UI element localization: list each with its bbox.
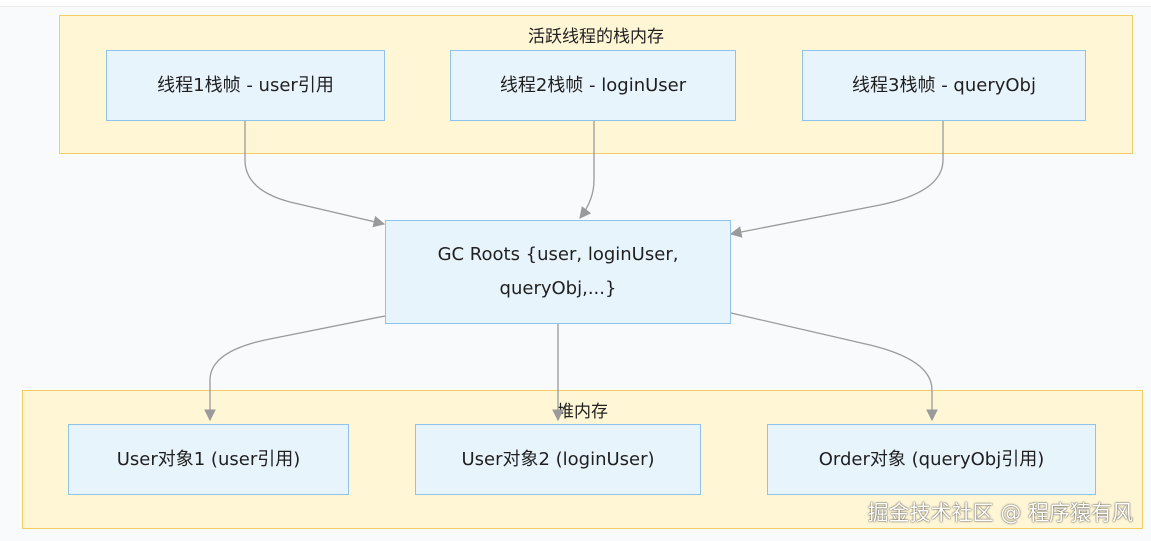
user-object2-node: User对象2 (loginUser): [415, 424, 701, 495]
edge-thread1-to-gcroots: [244, 121, 386, 228]
gc-roots-label-line1: GC Roots {user, loginUser,: [437, 244, 679, 265]
thread2-stack-frame-node: 线程2栈帧 - loginUser: [450, 50, 736, 121]
edge-thread3-to-gcroots: [729, 121, 944, 238]
user-object2-label: User对象2 (loginUser): [461, 448, 655, 470]
thread2-stack-frame-label: 线程2栈帧 - loginUser: [499, 74, 687, 96]
order-object-node: Order对象 (queryObj引用): [767, 424, 1096, 495]
watermark: 掘金技术社区 @ 程序猿有风: [867, 501, 1133, 525]
thread3-stack-frame-label: 线程3栈帧 - queryObj: [852, 74, 1036, 96]
thread1-stack-frame-label: 线程1栈帧 - user引用: [157, 74, 334, 96]
thread3-stack-frame-node: 线程3栈帧 - queryObj: [802, 50, 1086, 121]
user-object1-label: User对象1 (user引用): [116, 448, 301, 470]
edge-gcroots-to-user1: [204, 315, 386, 422]
user-object1-node: User对象1 (user引用): [68, 424, 349, 495]
edge-thread2-to-gcroots: [579, 121, 595, 219]
stack-memory-title: 活跃线程的栈内存: [528, 27, 664, 47]
order-object-label: Order对象 (queryObj引用): [818, 448, 1045, 470]
thread1-stack-frame-node: 线程1栈帧 - user引用: [106, 50, 385, 121]
edge-gcroots-to-order: [730, 312, 938, 422]
gc-roots-node: GC Roots {user, loginUser, queryObj,...}: [385, 220, 731, 324]
heap-memory-title: 堆内存: [557, 402, 608, 422]
gc-roots-label-line2: queryObj,...}: [499, 278, 617, 299]
top-strip: [0, 0, 1151, 7]
